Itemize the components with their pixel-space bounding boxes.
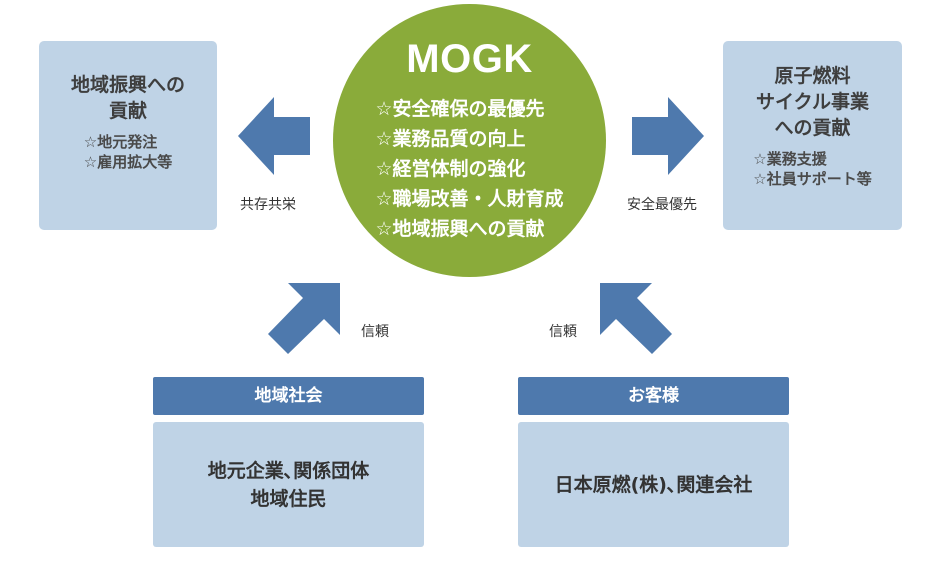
mogk-goal-item: ☆経営体制の強化 bbox=[375, 158, 526, 180]
mogk-goal-item: ☆業務品質の向上 bbox=[375, 128, 526, 150]
mogk-goal-list: ☆安全確保の最優先 ☆業務品質の向上 ☆経営体制の強化 ☆職場改善・人財育成 ☆… bbox=[375, 94, 563, 244]
customer-header: お客様 bbox=[518, 377, 789, 415]
mogk-goal-item: ☆職場改善・人財育成 bbox=[375, 188, 564, 210]
mogk-goal-item: ☆安全確保の最優先 bbox=[375, 98, 545, 120]
trust-label-right: 信頼 bbox=[549, 324, 577, 340]
regional-contribution-box: 地域振興への 貢献 ☆地元発注 ☆雇用拡大等 bbox=[39, 41, 217, 230]
mogk-circle: MOGK ☆安全確保の最優先 ☆業務品質の向上 ☆経営体制の強化 ☆職場改善・人… bbox=[333, 4, 606, 277]
coexistence-label: 共存共栄 bbox=[240, 197, 296, 213]
mogk-title: MOGK bbox=[406, 37, 533, 81]
fuel-cycle-contribution-items: ☆業務支援 ☆社員サポート等 bbox=[753, 149, 872, 188]
arrow-left-icon bbox=[238, 97, 310, 175]
customer-box: 日本原燃(株)､関連会社 bbox=[518, 422, 789, 547]
arrow-up-right-icon bbox=[268, 283, 340, 354]
arrow-right-icon bbox=[632, 97, 704, 175]
regional-contribution-title: 地域振興への 貢献 bbox=[70, 73, 185, 122]
safety-first-label: 安全最優先 bbox=[627, 197, 697, 213]
fuel-cycle-contribution-box: 原子燃料 サイクル事業 への貢献 ☆業務支援 ☆社員サポート等 bbox=[723, 41, 902, 230]
arrow-up-left-icon bbox=[600, 283, 672, 354]
community-box: 地元企業､関係団体 地域住民 bbox=[153, 422, 424, 547]
fuel-cycle-contribution-title: 原子燃料 サイクル事業 への貢献 bbox=[755, 64, 870, 139]
mogk-goal-item: ☆地域振興への貢献 bbox=[375, 218, 545, 240]
community-header: 地域社会 bbox=[153, 377, 424, 415]
trust-label-left: 信頼 bbox=[361, 324, 389, 340]
regional-contribution-items: ☆地元発注 ☆雇用拡大等 bbox=[83, 132, 173, 171]
